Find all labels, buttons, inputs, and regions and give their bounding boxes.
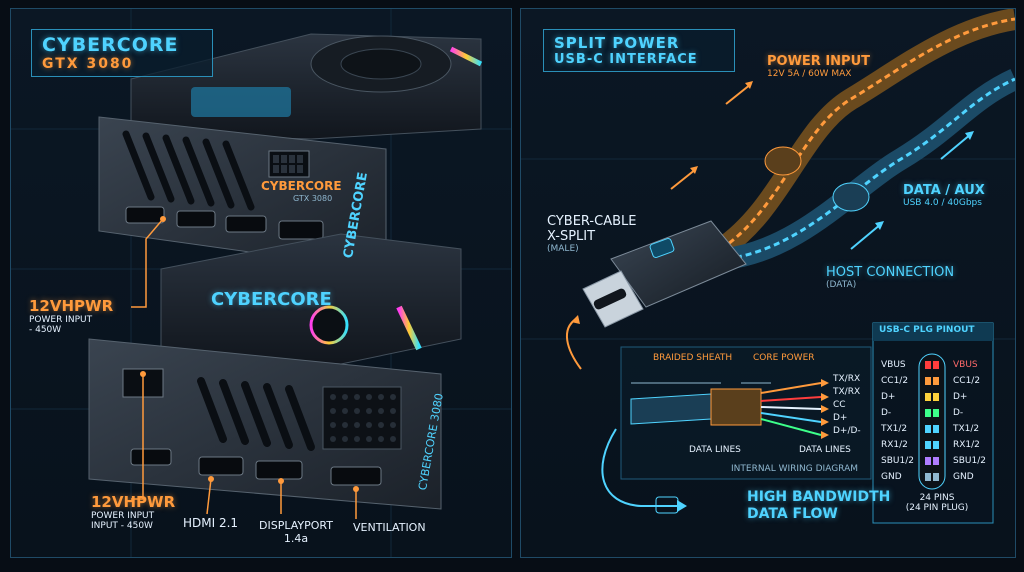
pinout-left-list: VBUS CC1/2 D+ D- TX1/2 RX1/2 SBU1/2 GND xyxy=(881,357,914,485)
power-top-sub2: - 450W xyxy=(29,325,62,335)
pinout-footer: 24 PINS (24 PIN PLUG) xyxy=(897,493,977,513)
usbc-panel: SPLIT POWER USB-C INTERFACE POWER INPUT … xyxy=(520,8,1016,558)
gpu-model: GTX 3080 xyxy=(42,56,134,72)
braided-sheath-label: BRAIDED SHEATH xyxy=(653,353,733,363)
gpu-illustration xyxy=(11,9,511,557)
usbc-title-box: SPLIT POWER USB-C INTERFACE xyxy=(543,29,735,72)
usbc-title: SPLIT POWER xyxy=(554,34,680,52)
data-flow-line2: DATA FLOW xyxy=(747,506,838,522)
cable-name: CYBER-CABLE xyxy=(547,214,637,229)
power-input-title: POWER INPUT xyxy=(767,54,871,69)
power-bottom-title: 12VHPWR xyxy=(91,493,176,511)
power-input-spec: 12V 5A / 60W MAX xyxy=(767,69,852,79)
pin-label: VBUS xyxy=(953,360,978,370)
data-aux-title: DATA / AUX xyxy=(903,183,985,198)
pin-label: GND xyxy=(881,472,902,482)
card1-brand: CYBERCORE xyxy=(261,179,342,193)
pin-label: D+ xyxy=(881,392,896,402)
displayport-line1: DISPLAYPORT xyxy=(259,519,333,532)
gpu-title: CYBERCORE xyxy=(42,34,179,56)
usbc-illustration xyxy=(521,9,1015,524)
power-input-callout: POWER INPUT 12V 5A / 60W MAX xyxy=(767,54,870,79)
signal-item: D+/D- xyxy=(833,426,861,436)
signal-item: TX/RX xyxy=(833,387,861,397)
pinout-title: USB-C PLG PINOUT xyxy=(879,325,975,335)
ventilation-label: VENTILATION xyxy=(353,521,426,534)
signal-item: CC xyxy=(833,400,846,410)
pin-count: 24 PINS xyxy=(919,493,955,503)
data-flow-line1: HIGH BANDWIDTH xyxy=(747,489,891,505)
power-top-callout: 12VHPWR POWER INPUT - 450W xyxy=(29,297,113,335)
data-flow-callout: HIGH BANDWIDTH DATA FLOW xyxy=(747,489,890,523)
gpu-card-top xyxy=(98,33,483,272)
displayport-label: DISPLAYPORT 1.4a xyxy=(259,519,333,545)
power-bottom-sub1: POWER INPUT xyxy=(91,511,155,521)
card2-logo: CYBERCORE xyxy=(211,289,332,310)
signal-item: TX/RX xyxy=(833,374,861,384)
signal-item: D+ xyxy=(833,413,848,423)
gpu-card-bottom xyxy=(88,233,462,510)
pin-label: RX1/2 xyxy=(881,440,908,450)
data-lines-right-label: DATA LINES xyxy=(799,445,851,455)
gpu-panel: CYBERCORE GTX 3080 CYBERCORE GTX 3080 CY… xyxy=(10,8,512,558)
data-aux-callout: DATA / AUX USB 4.0 / 40Gbps xyxy=(903,183,985,208)
pinout-diagram xyxy=(872,322,994,524)
signal-list: TX/RX TX/RX CC D+ D+/D- xyxy=(833,373,861,438)
pin-label: SBU1/2 xyxy=(881,456,914,466)
power-top-sub1: POWER INPUT xyxy=(29,315,93,325)
core-power-label: CORE POWER xyxy=(753,353,815,363)
power-bottom-sub2: INPUT - 450W xyxy=(91,521,153,531)
pin-label: TX1/2 xyxy=(953,424,980,434)
cable-type: X-SPLIT xyxy=(547,229,596,244)
power-top-title: 12VHPWR xyxy=(29,297,114,315)
displayport-line2: 1.4a xyxy=(283,532,309,545)
pin-label: GND xyxy=(953,472,974,482)
usb-plug-icon xyxy=(655,496,679,514)
pin-label: D- xyxy=(953,408,964,418)
host-callout: HOST CONNECTION (DATA) xyxy=(826,265,954,290)
wiring-caption: INTERNAL WIRING DIAGRAM xyxy=(731,464,858,474)
pin-label: D+ xyxy=(953,392,968,402)
usbc-connector xyxy=(582,220,747,328)
data-lines-left-label: DATA LINES xyxy=(689,445,741,455)
card1-model: GTX 3080 xyxy=(293,194,333,203)
pin-count-note: (24 PIN PLUG) xyxy=(905,503,969,513)
hdmi-label: HDMI 2.1 xyxy=(183,516,239,530)
pin-label: TX1/2 xyxy=(881,424,908,434)
pin-label: D- xyxy=(881,408,892,418)
data-aux-spec: USB 4.0 / 40Gbps xyxy=(903,198,982,208)
cable-gender: (MALE) xyxy=(547,244,579,254)
host-sub: (DATA) xyxy=(826,280,857,290)
pin-label: SBU1/2 xyxy=(953,456,986,466)
pin-label: RX1/2 xyxy=(953,440,980,450)
pin-label: VBUS xyxy=(881,360,906,370)
pinout-right-list: VBUS CC1/2 D+ D- TX1/2 RX1/2 SBU1/2 GND xyxy=(953,357,986,485)
host-title: HOST CONNECTION xyxy=(826,265,955,280)
pin-label: CC1/2 xyxy=(953,376,981,386)
pin-label: CC1/2 xyxy=(881,376,909,386)
power-bottom-callout: 12VHPWR POWER INPUT INPUT - 450W xyxy=(91,493,175,531)
gpu-title-box: CYBERCORE GTX 3080 xyxy=(31,29,213,77)
wiring-diagram xyxy=(620,346,872,480)
cable-bundle xyxy=(714,9,1015,270)
usbc-subtitle: USB-C INTERFACE xyxy=(554,52,698,67)
cable-callout: CYBER-CABLE X-SPLIT (MALE) xyxy=(547,214,636,254)
